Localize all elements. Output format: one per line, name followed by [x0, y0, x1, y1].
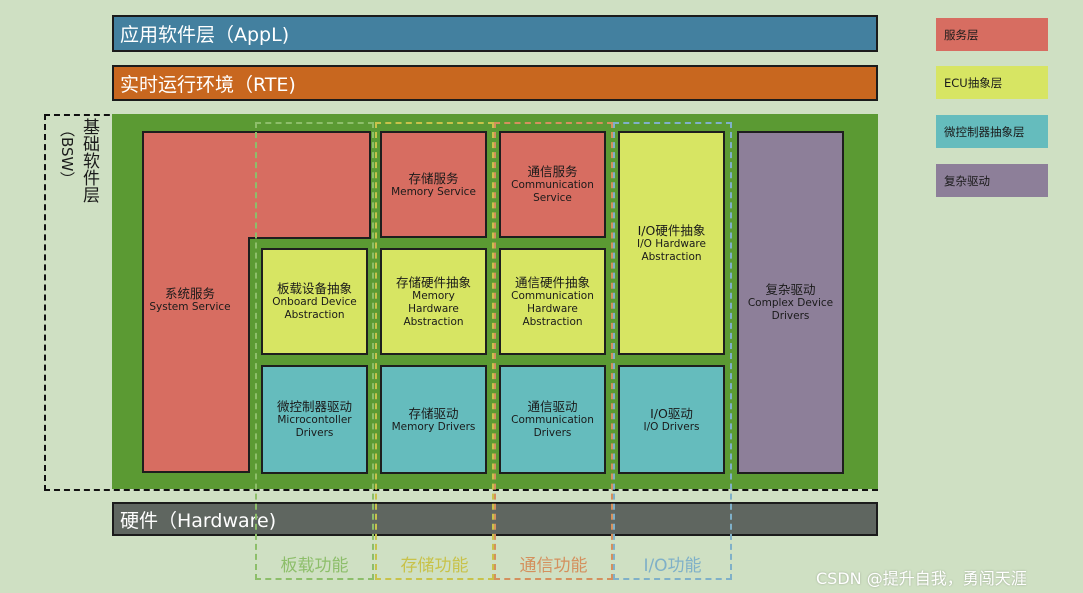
- function-label-onboard: 板载功能: [280, 556, 349, 576]
- onboard-device-abstraction-block: 板载设备抽象 Onboard Device Abstraction: [261, 248, 368, 355]
- function-group-communication: [494, 122, 613, 580]
- appl-layer-label: 应用软件层（AppL): [120, 24, 290, 46]
- memory-drivers-zh: 存储驱动: [408, 405, 459, 421]
- complex-device-drivers-en: Complex Device Drivers: [747, 297, 834, 322]
- io-drivers-zh: I/O驱动: [650, 405, 693, 421]
- io-hw-abstraction-zh: I/O硬件抽象: [637, 222, 706, 238]
- legend-service-layer-label: 服务层: [944, 27, 979, 42]
- memory-service-block: 存储服务 Memory Service: [380, 131, 487, 238]
- bsw-label-en: （BSW）: [58, 122, 76, 187]
- microcontroller-drivers-zh: 微控制器驱动: [276, 399, 352, 414]
- system-service-zh: 系统服务: [164, 286, 215, 301]
- legend-mcal-label: 微控制器抽象层: [944, 124, 1025, 139]
- rte-layer-label: 实时运行环境（RTE): [120, 73, 296, 96]
- complex-device-drivers-block: 复杂驱动 Complex Device Drivers: [737, 131, 844, 474]
- hardware-layer-label: 硬件（Hardware): [120, 509, 277, 532]
- communication-drivers-block: 通信驱动 Communication Drivers: [499, 365, 606, 474]
- system-service-en: System Service: [149, 301, 231, 313]
- onboard-device-abstraction-zh: 板载设备抽象: [276, 281, 352, 296]
- io-hw-abstraction-en: I/O Hardware Abstraction: [637, 237, 706, 263]
- function-label-communication: 通信功能: [519, 556, 588, 576]
- function-label-io: I/O功能: [643, 556, 702, 576]
- memory-drivers-en: Memory Drivers: [391, 420, 476, 433]
- communication-drivers-en: Communication Drivers: [511, 414, 594, 439]
- communication-service-zh: 通信服务: [527, 164, 578, 179]
- legend-ecu-abstraction: ECU抽象层: [936, 66, 1048, 99]
- function-group-io: [613, 122, 732, 580]
- communication-service-en: Communication Service: [511, 179, 594, 204]
- communication-drivers-zh: 通信驱动: [527, 399, 578, 414]
- function-group-onboard: [255, 122, 374, 580]
- memory-drivers-block: 存储驱动 Memory Drivers: [380, 365, 487, 474]
- communication-hw-abstraction-zh: 通信硬件抽象: [514, 274, 590, 290]
- memory-hw-abstraction-en: Memory Hardware Abstraction: [403, 289, 464, 328]
- memory-service-en: Memory Service: [391, 185, 476, 198]
- system-service-text: 系统服务 System Service: [145, 280, 235, 320]
- rte-layer-bar: 实时运行环境（RTE): [112, 65, 878, 101]
- legend-complex-drivers: 复杂驱动: [936, 164, 1048, 197]
- function-group-memory: [375, 122, 494, 580]
- legend-ecu-abstraction-label: ECU抽象层: [944, 75, 1003, 90]
- onboard-device-abstraction-en: Onboard Device Abstraction: [272, 296, 357, 321]
- microcontroller-drivers-en: Microcontoller Drivers: [277, 414, 352, 439]
- io-drivers-block: I/O驱动 I/O Drivers: [618, 365, 725, 474]
- appl-layer-bar: 应用软件层（AppL): [112, 15, 878, 52]
- memory-hw-abstraction-block: 存储硬件抽象 Memory Hardware Abstraction: [380, 248, 487, 355]
- system-service-block: [142, 131, 371, 473]
- bsw-label: 基础软件层 （BSW）: [58, 118, 104, 228]
- microcontroller-drivers-block: 微控制器驱动 Microcontoller Drivers: [261, 365, 368, 474]
- legend-mcal: 微控制器抽象层: [936, 115, 1048, 148]
- legend-complex-drivers-label: 复杂驱动: [944, 173, 990, 188]
- io-drivers-en: I/O Drivers: [643, 420, 700, 433]
- legend-service-layer: 服务层: [936, 18, 1048, 51]
- communication-service-block: 通信服务 Communication Service: [499, 131, 606, 238]
- bsw-label-zh: 基础软件层: [79, 118, 99, 203]
- memory-hw-abstraction-zh: 存储硬件抽象: [395, 274, 471, 290]
- function-label-memory: 存储功能: [400, 556, 469, 576]
- complex-device-drivers-zh: 复杂驱动: [765, 282, 816, 297]
- io-hw-abstraction-block: I/O硬件抽象 I/O Hardware Abstraction: [618, 131, 725, 355]
- memory-service-zh: 存储服务: [408, 170, 459, 186]
- communication-hw-abstraction-block: 通信硬件抽象 Communication Hardware Abstractio…: [499, 248, 606, 355]
- csdn-watermark: CSDN @提升自我，勇闯天涯: [816, 569, 1027, 588]
- communication-hw-abstraction-en: Communication Hardware Abstraction: [511, 289, 594, 328]
